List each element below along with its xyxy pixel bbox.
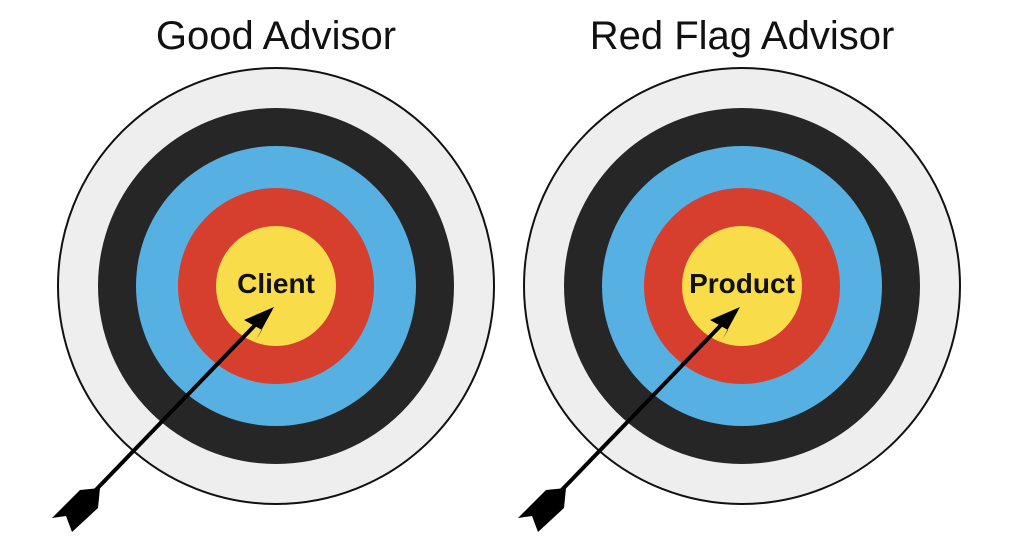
center-label-product: Product xyxy=(689,268,795,299)
target-red-flag-advisor: Product xyxy=(518,67,961,532)
arrow-icon xyxy=(518,307,740,532)
center-label-client: Client xyxy=(237,268,315,299)
red-flag-advisor-title: Red Flag Advisor xyxy=(589,14,895,58)
yellow-bullseye xyxy=(216,226,336,346)
good-advisor-title: Good Advisor xyxy=(155,14,397,58)
yellow-bullseye xyxy=(682,226,802,346)
target-good-advisor: Client xyxy=(52,67,495,532)
arrow-icon xyxy=(52,307,274,532)
